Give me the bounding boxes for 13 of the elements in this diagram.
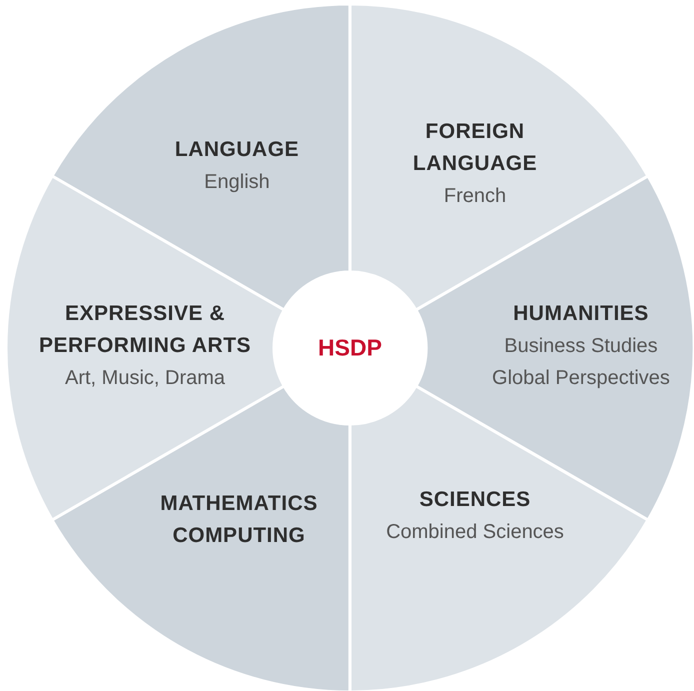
segment-subjects: Business Studies [504, 334, 658, 359]
segment-heading: SCIENCES [418, 487, 532, 513]
segment-subjects: Art, Music, Drama [64, 366, 226, 391]
segment-heading: FOREIGN LANGUAGE [412, 119, 538, 177]
segment-subjects: English [204, 170, 270, 195]
segment-subjects: Combined Sciences [386, 520, 564, 545]
segment-subjects: Global Perspectives [492, 366, 670, 391]
hub-label: HSDP [318, 334, 382, 362]
segment-heading: HUMANITIES [512, 301, 650, 327]
segment-heading: EXPRESSIVE & PERFORMING ARTS [38, 301, 252, 359]
segment-subjects: French [444, 184, 506, 209]
segment-heading: MATHEMATICS COMPUTING [159, 491, 319, 549]
segment-heading: LANGUAGE [174, 137, 300, 163]
